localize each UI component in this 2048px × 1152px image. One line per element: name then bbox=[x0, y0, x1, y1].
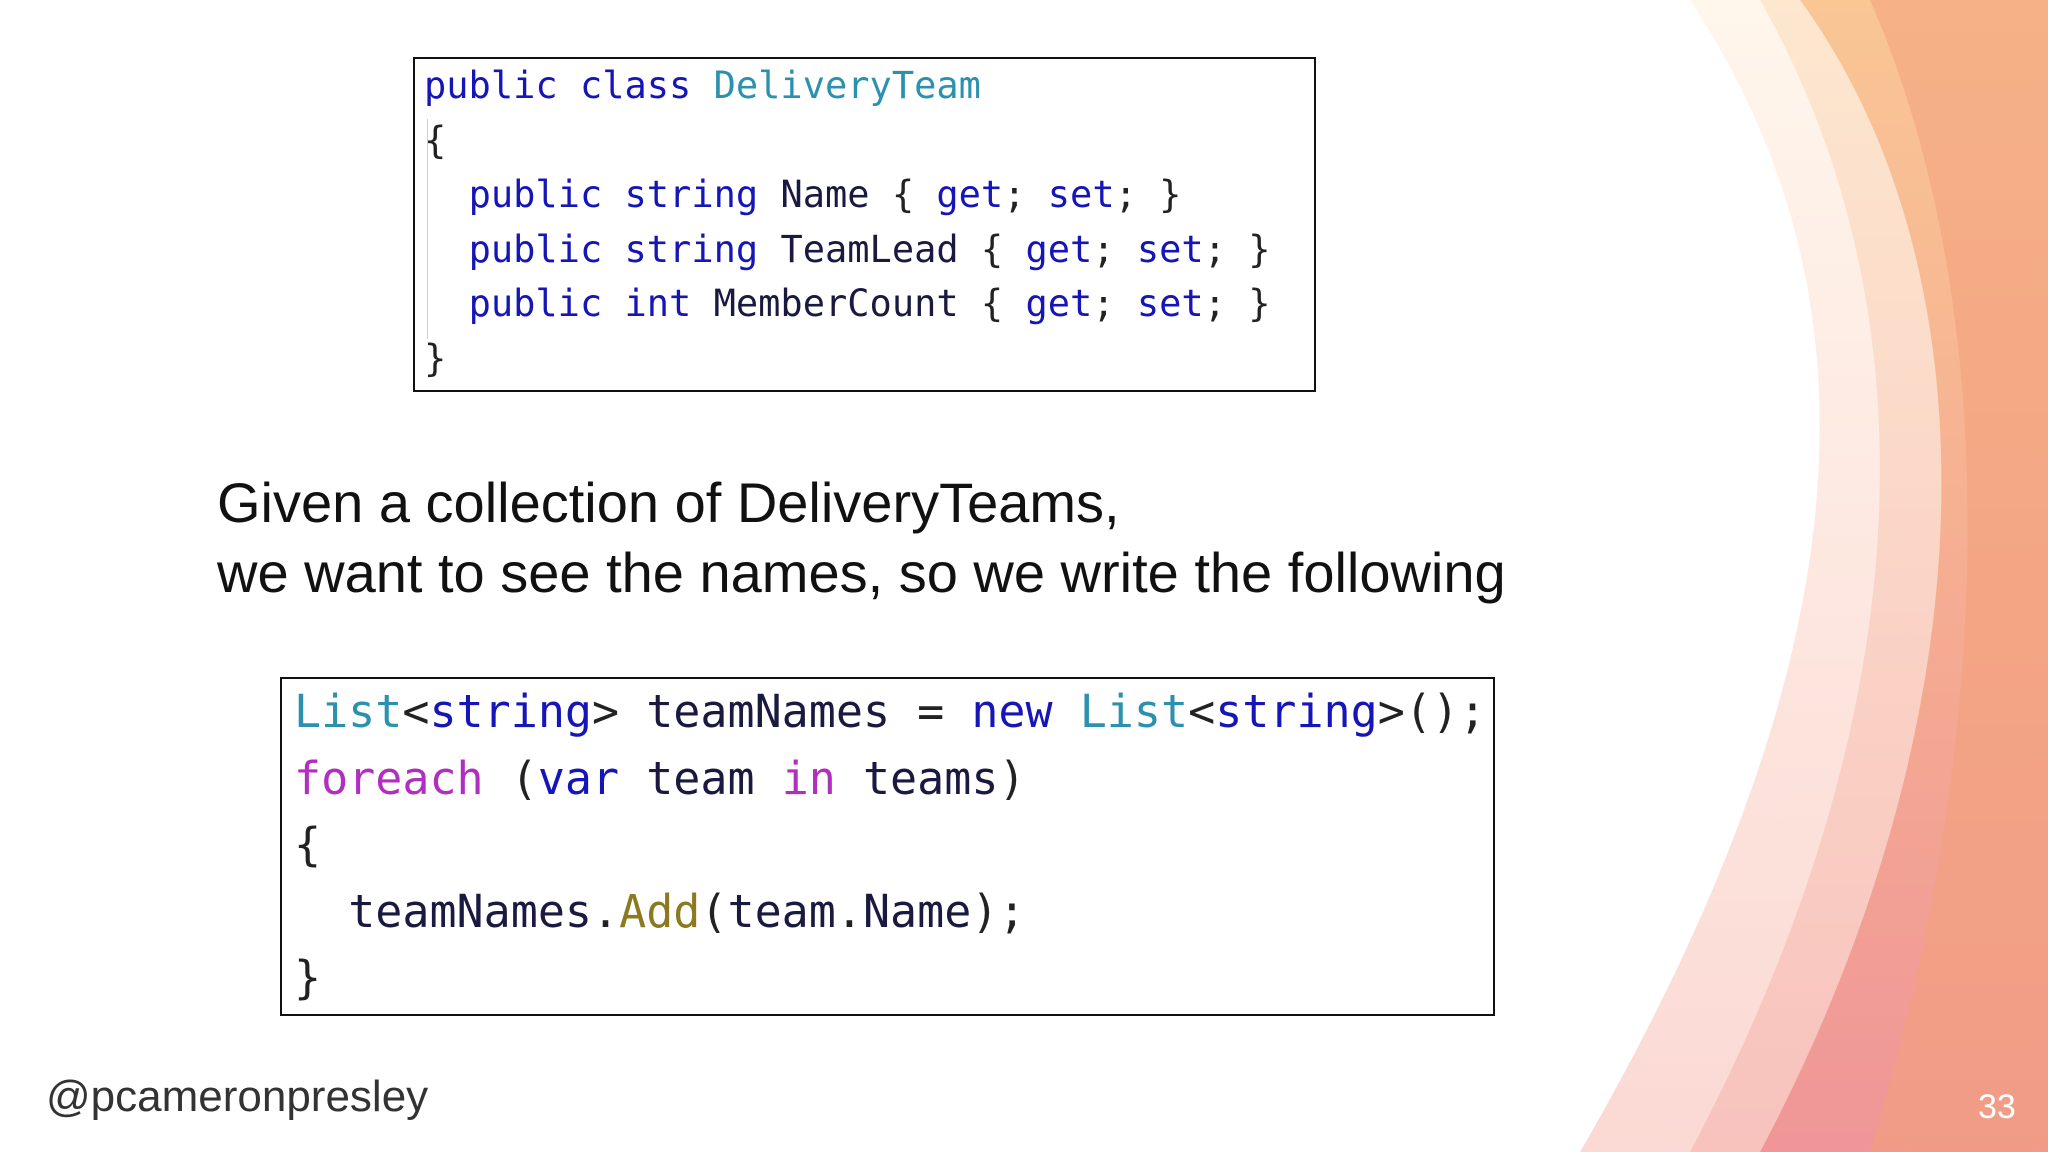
code-token: public bbox=[424, 64, 558, 107]
code-token: List bbox=[1079, 685, 1189, 738]
code-token: public bbox=[468, 227, 603, 271]
code-token: = bbox=[890, 685, 972, 738]
code-token: > bbox=[592, 685, 647, 738]
code-token: >(); bbox=[1377, 685, 1487, 738]
code2-line-4: teamNames.Add(team.Name); bbox=[294, 879, 1493, 946]
code-token: public bbox=[468, 282, 603, 325]
code2-line-3: { bbox=[294, 812, 1493, 879]
code-token: ; } bbox=[1203, 282, 1271, 325]
code-token bbox=[619, 752, 646, 805]
code-token: List bbox=[294, 685, 403, 738]
code-token bbox=[424, 282, 469, 325]
code-token bbox=[836, 752, 863, 805]
code-token: set bbox=[1136, 227, 1204, 271]
code-token: ( bbox=[483, 751, 538, 805]
code-token: teamNames bbox=[348, 884, 593, 938]
code-token: < bbox=[402, 685, 430, 738]
code-token: ) bbox=[998, 751, 1026, 805]
code-token: get bbox=[936, 173, 1004, 216]
code-token: string bbox=[429, 685, 593, 738]
code1-line-6: } bbox=[424, 332, 1314, 387]
code-token bbox=[602, 228, 624, 271]
code1-line-2: { bbox=[424, 114, 1314, 169]
code-token: { bbox=[294, 818, 322, 871]
code-token bbox=[1053, 685, 1080, 738]
code-token: } bbox=[424, 336, 447, 380]
caption-line-2: we want to see the names, so we write th… bbox=[217, 541, 1506, 604]
code1-line-4: public string TeamLead { get; set; } bbox=[424, 223, 1314, 278]
caption-line-1: Given a collection of DeliveryTeams, bbox=[217, 471, 1120, 534]
code-token: teamNames bbox=[646, 685, 891, 738]
code-token: get bbox=[1025, 282, 1093, 325]
code-token: Name bbox=[780, 173, 870, 216]
code-token: int bbox=[624, 282, 692, 325]
code-token: { bbox=[958, 227, 1026, 271]
code-token: ; bbox=[1003, 173, 1048, 216]
code-token bbox=[602, 282, 624, 325]
code-token: . bbox=[835, 884, 863, 938]
code-token: { bbox=[424, 118, 447, 162]
code-token bbox=[758, 228, 780, 271]
code-token: team bbox=[646, 751, 755, 805]
code-token: { bbox=[869, 173, 937, 216]
code-token: DeliveryTeam bbox=[713, 64, 981, 107]
code-token bbox=[424, 228, 469, 271]
code-token: set bbox=[1136, 282, 1204, 325]
code-token: set bbox=[1047, 173, 1115, 216]
code-token: var bbox=[537, 751, 620, 805]
code-token: } bbox=[294, 951, 322, 1004]
code-token bbox=[602, 173, 624, 216]
code-token: string bbox=[624, 227, 759, 271]
code-token bbox=[691, 64, 713, 107]
code-token bbox=[294, 885, 348, 938]
code-token: foreach bbox=[294, 751, 484, 805]
code-token bbox=[691, 282, 713, 325]
code-token: ; } bbox=[1203, 227, 1271, 271]
code-token bbox=[755, 752, 782, 805]
code-token: string bbox=[1215, 685, 1378, 738]
code-token: . bbox=[592, 884, 620, 938]
code-token: teams bbox=[862, 751, 999, 805]
code2-line-5: } bbox=[294, 945, 1493, 1012]
code-token: in bbox=[781, 751, 836, 805]
code1-line-1: public class DeliveryTeam bbox=[424, 59, 1314, 114]
code-token: get bbox=[1025, 227, 1093, 271]
slide-number: 33 bbox=[1978, 1088, 2016, 1126]
indent-guide bbox=[427, 119, 428, 339]
code1-line-3: public string Name { get; set; } bbox=[424, 168, 1314, 223]
code1-line-5: public int MemberCount { get; set; } bbox=[424, 277, 1314, 332]
code-token: public bbox=[468, 173, 603, 216]
code-token: < bbox=[1188, 685, 1216, 738]
code-token bbox=[558, 64, 580, 107]
code-token: ; bbox=[1092, 282, 1137, 325]
code-token bbox=[424, 173, 469, 216]
code-token: team bbox=[727, 884, 836, 938]
slide-caption: Given a collection of DeliveryTeams, we … bbox=[217, 468, 1506, 608]
twitter-handle: @pcameronpresley bbox=[46, 1072, 429, 1121]
code-token: class bbox=[579, 64, 692, 107]
code-token: ); bbox=[971, 884, 1026, 938]
code-token: ; bbox=[1092, 227, 1137, 271]
code-block-foreach-loop: List<string> teamNames = new List<string… bbox=[280, 677, 1495, 1016]
code-token: ; } bbox=[1114, 173, 1182, 216]
code-token: { bbox=[958, 282, 1026, 325]
code-token bbox=[758, 173, 780, 216]
code-block-delivery-team-class: public class DeliveryTeam{ public string… bbox=[413, 57, 1316, 392]
code-token: ( bbox=[700, 884, 728, 938]
code-token: string bbox=[624, 173, 759, 216]
code-token: Name bbox=[862, 884, 972, 938]
code-token: new bbox=[971, 685, 1053, 738]
code2-line-1: List<string> teamNames = new List<string… bbox=[294, 679, 1493, 746]
code2-line-2: foreach (var team in teams) bbox=[294, 746, 1493, 813]
code-token: Add bbox=[619, 884, 701, 938]
code-token: TeamLead bbox=[780, 227, 959, 271]
code-token: MemberCount bbox=[713, 282, 959, 325]
